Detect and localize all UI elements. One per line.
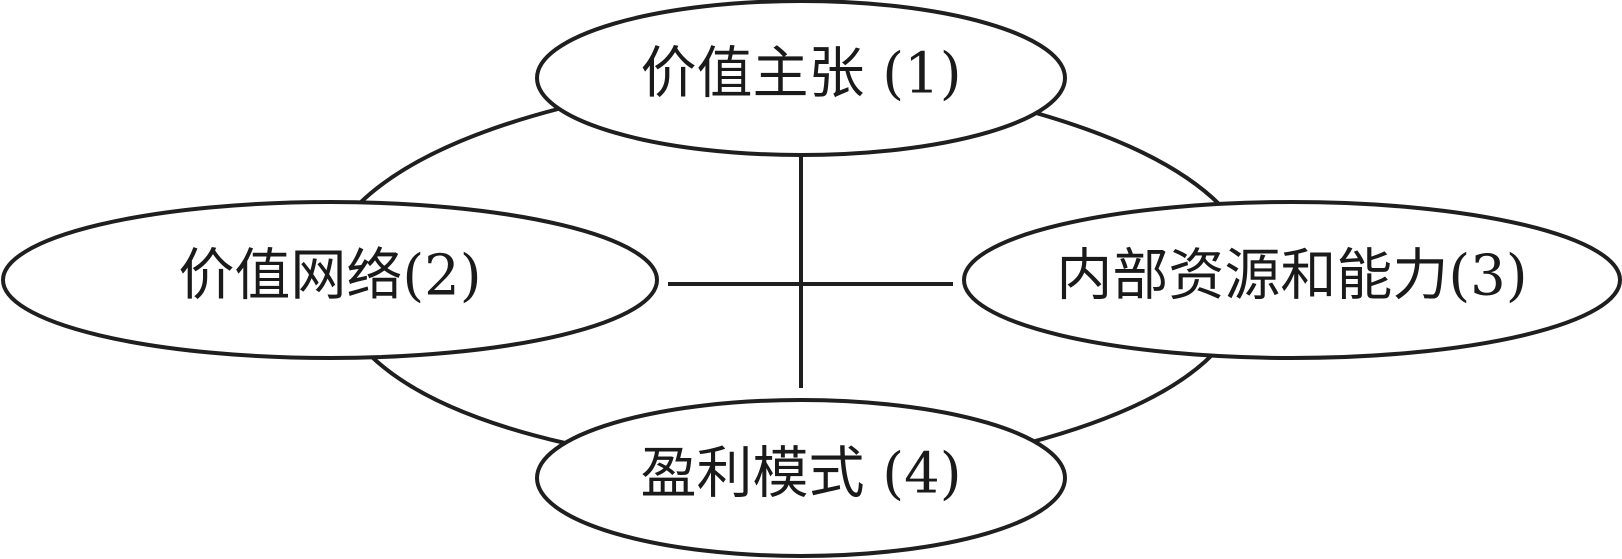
node-value-network-label: 价值网络(2) <box>178 244 481 309</box>
connector-value-proposition-to-value-network <box>358 107 559 205</box>
node-value-network: 价值网络(2) <box>1 200 659 360</box>
node-value-proposition-shape <box>535 0 1067 157</box>
node-internal-resources-shape <box>962 200 1622 360</box>
node-profit-model: 盈利模式 (4) <box>535 398 1067 558</box>
node-value-proposition: 价值主张 (1) <box>535 0 1067 157</box>
node-profit-model-shape <box>535 398 1067 558</box>
node-profit-model-label: 盈利模式 (4) <box>640 442 961 507</box>
node-value-network-shape <box>1 200 659 360</box>
connector-internal-resources-to-profit-model <box>1027 352 1215 445</box>
node-internal-resources: 内部资源和能力(3) <box>962 200 1622 360</box>
node-value-proposition-label: 价值主张 (1) <box>640 42 961 107</box>
node-internal-resources-label: 内部资源和能力(3) <box>1056 244 1527 309</box>
connector-value-proposition-to-internal-resources <box>1035 111 1222 207</box>
connector-value-network-to-profit-model <box>370 355 566 445</box>
